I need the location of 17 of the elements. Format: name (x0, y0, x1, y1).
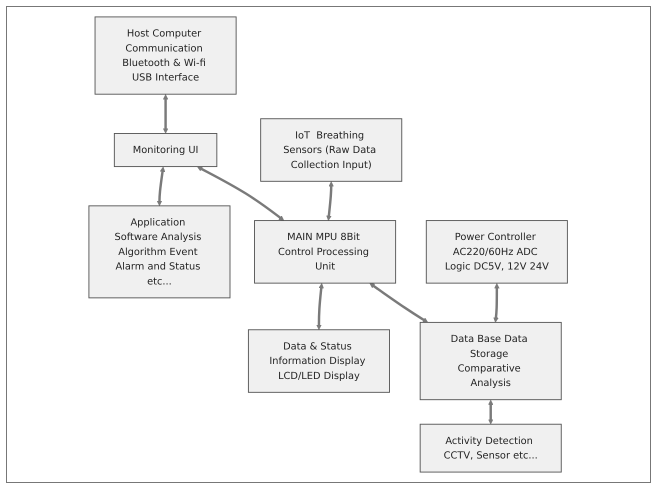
node-box: Monitoring UI (114, 133, 218, 168)
arrow (197, 166, 284, 221)
arrow (494, 283, 500, 323)
node-box: Host Computer Communication Bluetooth & Wi-fi USB Interface (94, 16, 237, 95)
node-box: Power Controller AC220/60Hz ADC Logic DC5V, 12V 24V (426, 220, 568, 284)
arrow (157, 166, 166, 206)
node-box: MAIN MPU 8Bit Control Processing Unit (254, 220, 396, 284)
node-box: Data & Status Information Display LCD/LED Display (248, 329, 390, 393)
arrow (163, 94, 169, 134)
arrow (316, 283, 324, 330)
node-box: IoT Breathing Sensors (Raw Data Collection Input) (260, 118, 403, 182)
arrow (488, 400, 494, 424)
node-box: Data Base Data Storage Comparative Analysis (420, 322, 562, 400)
node-box: Application Software Analysis Algorithm Event Alarm and Status etc... (88, 205, 231, 298)
arrow (326, 181, 334, 221)
node-box: Activity Detection CCTV, Sensor etc... (420, 424, 562, 473)
arrow (370, 283, 428, 323)
